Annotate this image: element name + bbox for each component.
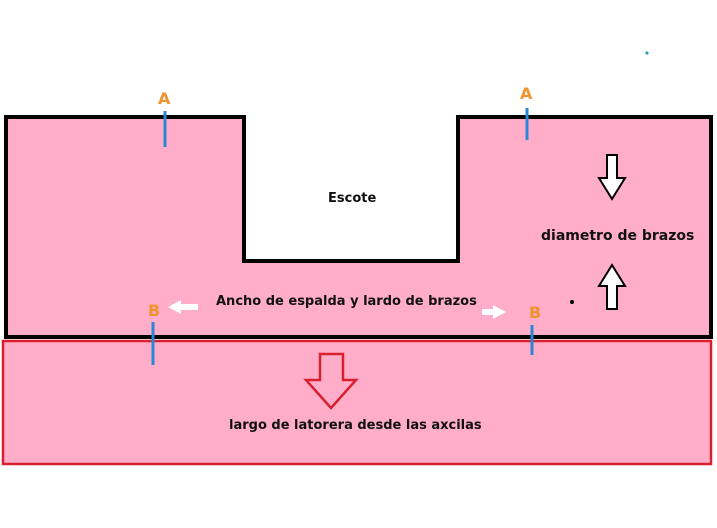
arrow-right-icon <box>482 305 506 319</box>
marker-b-right: B <box>529 303 541 322</box>
marker-a-right: A <box>520 84 533 103</box>
lower-pattern-piece <box>1 339 713 466</box>
marker-a-left: A <box>158 89 171 108</box>
marker-b-left: B <box>148 301 160 320</box>
arm-diameter-label: diametro de brazos <box>541 228 694 244</box>
arrow-left-icon <box>168 300 198 314</box>
back-width-label: Ancho de espalda y lardo de brazos <box>216 294 477 309</box>
upper-pattern-piece <box>4 115 713 339</box>
arrow-down-red-icon <box>303 352 359 410</box>
dot-mark <box>570 300 574 304</box>
neckline-label: Escote <box>328 191 376 206</box>
side-length-label: largo de latorera desde las axcilas <box>229 418 482 433</box>
arrow-up-icon <box>597 263 627 310</box>
dot-mark-teal <box>645 51 649 55</box>
arrow-down-icon <box>597 154 627 201</box>
